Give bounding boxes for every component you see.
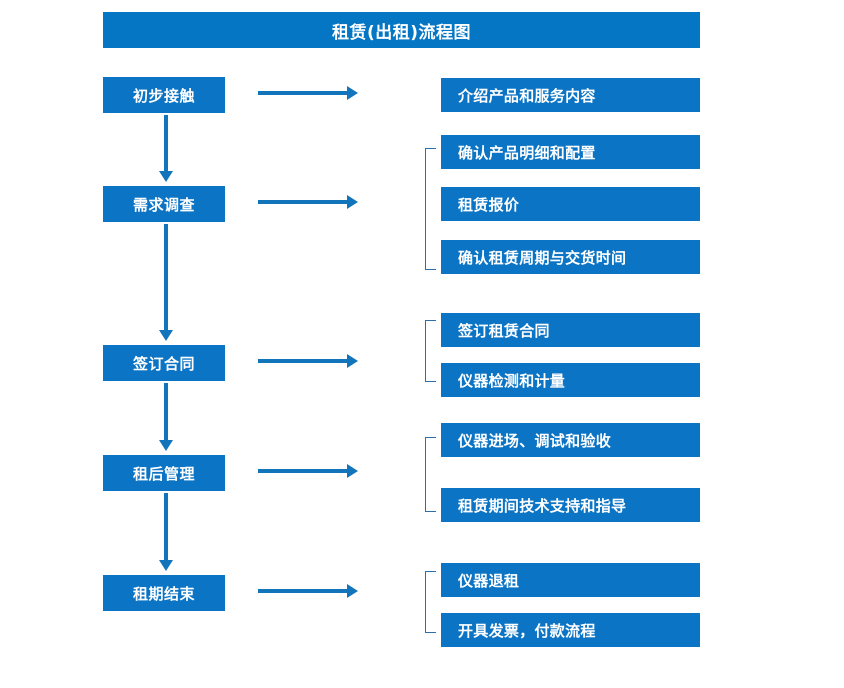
arrow-shaft (258, 91, 347, 95)
flow-arrow-right-3 (258, 354, 358, 368)
flow-arrow-down-3 (159, 383, 173, 451)
group-bracket-3 (425, 320, 436, 382)
detail-box-2-1[interactable]: 确认产品明细和配置 (441, 135, 700, 169)
arrow-head (347, 464, 358, 478)
detail-box-3-2[interactable]: 仪器检测和计量 (441, 363, 700, 397)
arrow-shaft (258, 359, 347, 363)
detail-box-2-3[interactable]: 确认租赁周期与交货时间 (441, 240, 700, 274)
arrow-shaft (164, 493, 168, 560)
arrow-head (347, 584, 358, 598)
group-bracket-5 (425, 571, 436, 633)
detail-box-5-2[interactable]: 开具发票，付款流程 (441, 613, 700, 647)
arrow-head (159, 560, 173, 571)
group-bracket-2 (425, 148, 436, 270)
arrow-head (347, 86, 358, 100)
stage-box-2[interactable]: 需求调查 (103, 186, 225, 222)
flow-arrow-right-5 (258, 584, 358, 598)
flow-arrow-down-2 (159, 224, 173, 341)
detail-box-1-1[interactable]: 介绍产品和服务内容 (441, 78, 700, 112)
detail-box-4-2[interactable]: 租赁期间技术支持和指导 (441, 488, 700, 522)
arrow-shaft (258, 589, 347, 593)
arrow-head (347, 195, 358, 209)
flow-arrow-right-1 (258, 86, 358, 100)
stage-box-1[interactable]: 初步接触 (103, 77, 225, 113)
arrow-shaft (164, 224, 168, 330)
arrow-head (159, 440, 173, 451)
arrow-head (159, 330, 173, 341)
stage-box-4[interactable]: 租后管理 (103, 455, 225, 491)
diagram-title: 租赁(出租)流程图 (103, 12, 700, 48)
arrow-head (159, 171, 173, 182)
stage-box-5[interactable]: 租期结束 (103, 575, 225, 611)
group-bracket-4 (425, 437, 436, 512)
flow-arrow-right-4 (258, 464, 358, 478)
arrow-shaft (258, 469, 347, 473)
arrow-shaft (258, 200, 347, 204)
arrow-head (347, 354, 358, 368)
flow-arrow-down-1 (159, 115, 173, 182)
stage-box-3[interactable]: 签订合同 (103, 345, 225, 381)
flow-arrow-down-4 (159, 493, 173, 571)
detail-box-2-2[interactable]: 租赁报价 (441, 187, 700, 221)
detail-box-3-1[interactable]: 签订租赁合同 (441, 313, 700, 347)
detail-box-4-1[interactable]: 仪器进场、调试和验收 (441, 423, 700, 457)
detail-box-5-1[interactable]: 仪器退租 (441, 563, 700, 597)
flow-arrow-right-2 (258, 195, 358, 209)
arrow-shaft (164, 115, 168, 171)
arrow-shaft (164, 383, 168, 440)
